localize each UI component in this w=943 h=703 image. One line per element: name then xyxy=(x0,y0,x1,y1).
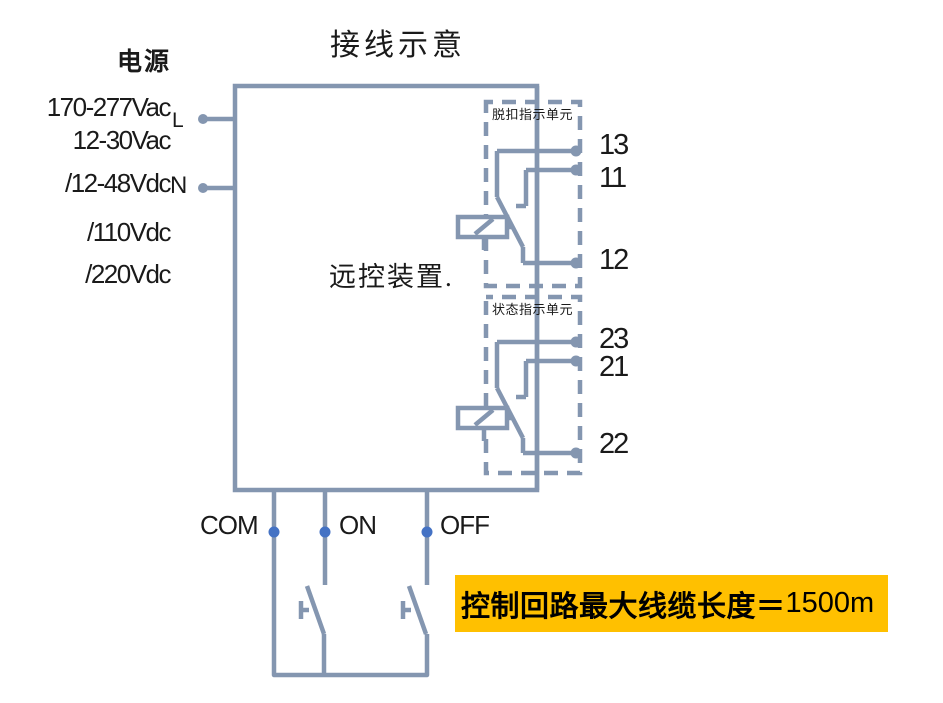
terminal-number-11: 11 xyxy=(599,162,627,194)
on-pushbutton-switch xyxy=(298,585,327,675)
voltage-range-4: /110Vdc xyxy=(87,217,171,247)
com-label: COM xyxy=(200,510,259,540)
off-node-dot xyxy=(421,526,433,538)
trip-unit-contact xyxy=(455,145,582,269)
terminal-number-12: 12 xyxy=(599,244,629,276)
power-tap-l xyxy=(198,114,235,124)
on-node-dot xyxy=(319,526,331,538)
control-circuit xyxy=(268,490,433,678)
status-unit-contact xyxy=(455,336,582,459)
voltage-range-5: /220Vdc xyxy=(85,259,171,289)
terminal-label-l: L xyxy=(172,109,184,132)
off-pushbutton-switch xyxy=(400,585,429,635)
terminal-number-21: 21 xyxy=(599,351,629,383)
cable-length-note-value: 1500m xyxy=(785,587,875,619)
com-node-dot xyxy=(268,526,280,538)
voltage-range-1: 170-277Vac xyxy=(46,92,172,122)
voltage-range-2: 12-30Vac xyxy=(72,125,172,155)
terminal-number-13: 13 xyxy=(599,129,629,161)
device-label: 远控装置. xyxy=(329,262,454,292)
terminal-label-n: N xyxy=(170,172,188,199)
status-unit-label: 状态指示单元 xyxy=(492,302,574,317)
terminal-number-22: 22 xyxy=(599,428,629,460)
on-label: ON xyxy=(339,510,377,540)
trip-unit-label: 脱扣指示单元 xyxy=(492,107,574,122)
off-label: OFF xyxy=(440,510,490,540)
diagram-title: 接线示意 xyxy=(330,29,466,62)
power-tap-n xyxy=(198,183,235,193)
com-wire xyxy=(271,490,430,678)
power-label: 电源 xyxy=(117,48,172,76)
voltage-range-3: /12-48Vdc xyxy=(64,168,172,198)
cable-length-note: 控制回路最大线缆长度＝1500m xyxy=(455,575,888,632)
terminal-number-23: 23 xyxy=(599,323,629,355)
trip-unit-dashed-border xyxy=(483,99,583,289)
cable-length-note-label: 控制回路最大线缆长度＝ xyxy=(461,590,786,623)
status-unit-dashed-border xyxy=(483,294,583,476)
